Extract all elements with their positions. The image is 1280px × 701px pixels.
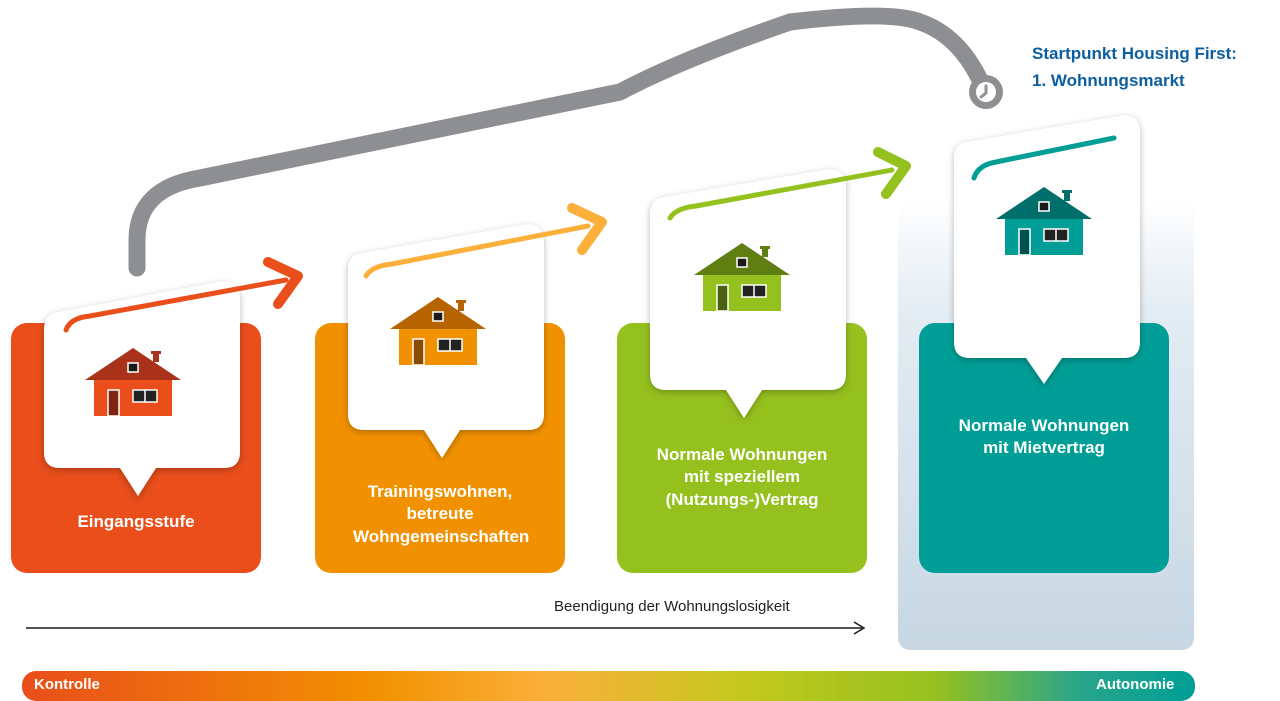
bar-label-kontrolle: Kontrolle	[34, 676, 100, 693]
arrow-green	[667, 147, 911, 221]
arrow-teal	[971, 135, 1117, 181]
stage-label-nutzungsvertrag: Normale Wohnungen mit speziellem (Nutzun…	[656, 445, 828, 509]
callout-line-2: 1. Wohnungsmarkt	[1032, 71, 1185, 91]
house-icon-mietvertrag	[996, 187, 1092, 256]
axis-arrow	[26, 621, 866, 635]
callout-title: Startpunkt Housing First: 1. Wohnungsmar…	[1032, 40, 1237, 94]
bar-label-autonomie: Autonomie	[1096, 676, 1175, 693]
stage-label-eingangsstufe: Eingangsstufe	[77, 512, 195, 531]
stage-label-mietvertrag: Normale Wohnungen mit Mietvertrag	[958, 416, 1130, 458]
grey-arc-arrow	[128, 7, 1003, 277]
callout-line-1: Startpunkt Housing First:	[1032, 44, 1237, 63]
house-icon-nutzungsvertrag	[694, 243, 790, 312]
arrow-orange-red	[63, 257, 303, 333]
house-icon-eingangsstufe	[85, 348, 181, 417]
house-icon-trainingswohnen	[390, 297, 486, 366]
arrow-yellow	[363, 203, 607, 279]
control-autonomy-bar	[22, 671, 1195, 701]
stage-label-trainingswohnen: Trainingswohnen, betreute Wohngemeinscha…	[353, 482, 530, 546]
axis-label: Beendigung der Wohnungslosigkeit	[554, 598, 790, 615]
